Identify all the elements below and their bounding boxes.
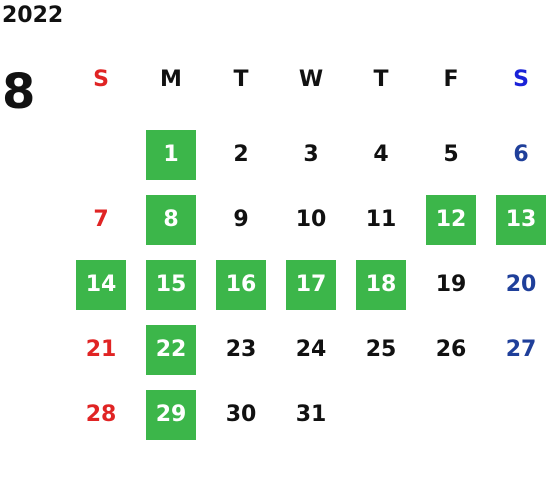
day-cell-19[interactable]: 19 bbox=[416, 252, 486, 317]
day-cell-5[interactable]: 5 bbox=[416, 122, 486, 187]
day-number: 3 bbox=[303, 142, 319, 167]
day-number: 2 bbox=[233, 142, 249, 167]
day-number: 12 bbox=[426, 194, 476, 245]
weekday-header-wed: W bbox=[298, 67, 324, 92]
day-number: 4 bbox=[373, 142, 389, 167]
day-number: 6 bbox=[513, 142, 529, 167]
day-number: 16 bbox=[216, 259, 266, 310]
day-cell-27[interactable]: 27 bbox=[486, 317, 548, 382]
day-cell-29[interactable]: 29 bbox=[136, 382, 206, 447]
day-cell-1[interactable]: 1 bbox=[136, 122, 206, 187]
day-number: 8 bbox=[146, 194, 196, 245]
day-number: 25 bbox=[365, 337, 397, 362]
weekday-header-mon: M bbox=[160, 67, 182, 92]
day-cell-25[interactable]: 25 bbox=[346, 317, 416, 382]
day-cell-28[interactable]: 28 bbox=[66, 382, 136, 447]
day-number: 18 bbox=[356, 259, 406, 310]
day-number: 24 bbox=[295, 337, 327, 362]
day-number: 23 bbox=[225, 337, 257, 362]
day-number: 7 bbox=[93, 207, 109, 232]
day-cell-23[interactable]: 23 bbox=[206, 317, 276, 382]
weekday-header-thu: T bbox=[373, 67, 389, 92]
day-cell-30[interactable]: 30 bbox=[206, 382, 276, 447]
day-cell-24[interactable]: 24 bbox=[276, 317, 346, 382]
day-number: 15 bbox=[146, 259, 196, 310]
day-number: 19 bbox=[435, 272, 467, 297]
weekday-header-sun: S bbox=[93, 67, 109, 92]
day-number: 9 bbox=[233, 207, 249, 232]
day-cell-9[interactable]: 9 bbox=[206, 187, 276, 252]
day-cell-16[interactable]: 16 bbox=[206, 252, 276, 317]
day-cell-6[interactable]: 6 bbox=[486, 122, 548, 187]
day-cell-4[interactable]: 4 bbox=[346, 122, 416, 187]
weekday-header-tue: T bbox=[233, 67, 249, 92]
day-cell-13[interactable]: 13 bbox=[486, 187, 548, 252]
day-number: 17 bbox=[286, 259, 336, 310]
weekday-header-fri: F bbox=[443, 67, 459, 92]
day-number: 31 bbox=[295, 402, 327, 427]
day-number: 14 bbox=[76, 259, 126, 310]
day-cell-7[interactable]: 7 bbox=[66, 187, 136, 252]
day-number: 30 bbox=[225, 402, 257, 427]
day-number: 28 bbox=[85, 402, 117, 427]
day-number: 11 bbox=[365, 207, 397, 232]
day-number: 5 bbox=[443, 142, 459, 167]
day-number: 22 bbox=[146, 324, 196, 375]
day-cell-11[interactable]: 11 bbox=[346, 187, 416, 252]
day-cell-8[interactable]: 8 bbox=[136, 187, 206, 252]
day-number: 27 bbox=[505, 337, 537, 362]
day-cell-10[interactable]: 10 bbox=[276, 187, 346, 252]
day-cell-21[interactable]: 21 bbox=[66, 317, 136, 382]
day-cell-17[interactable]: 17 bbox=[276, 252, 346, 317]
day-number: 21 bbox=[85, 337, 117, 362]
day-cell-20[interactable]: 20 bbox=[486, 252, 548, 317]
day-number: 29 bbox=[146, 389, 196, 440]
day-number: 13 bbox=[496, 194, 546, 245]
day-number: 10 bbox=[295, 207, 327, 232]
year-label: 2022 bbox=[2, 3, 64, 28]
day-cell-15[interactable]: 15 bbox=[136, 252, 206, 317]
day-number: 20 bbox=[505, 272, 537, 297]
day-cell-12[interactable]: 12 bbox=[416, 187, 486, 252]
day-cell-18[interactable]: 18 bbox=[346, 252, 416, 317]
day-cell-2[interactable]: 2 bbox=[206, 122, 276, 187]
day-cell-14[interactable]: 14 bbox=[66, 252, 136, 317]
day-cell-31[interactable]: 31 bbox=[276, 382, 346, 447]
day-cell-26[interactable]: 26 bbox=[416, 317, 486, 382]
month-number: 8 bbox=[2, 64, 36, 120]
weekday-header-sat: S bbox=[513, 67, 529, 92]
day-cell-3[interactable]: 3 bbox=[276, 122, 346, 187]
day-number: 26 bbox=[435, 337, 467, 362]
day-number: 1 bbox=[146, 129, 196, 180]
day-cell-22[interactable]: 22 bbox=[136, 317, 206, 382]
